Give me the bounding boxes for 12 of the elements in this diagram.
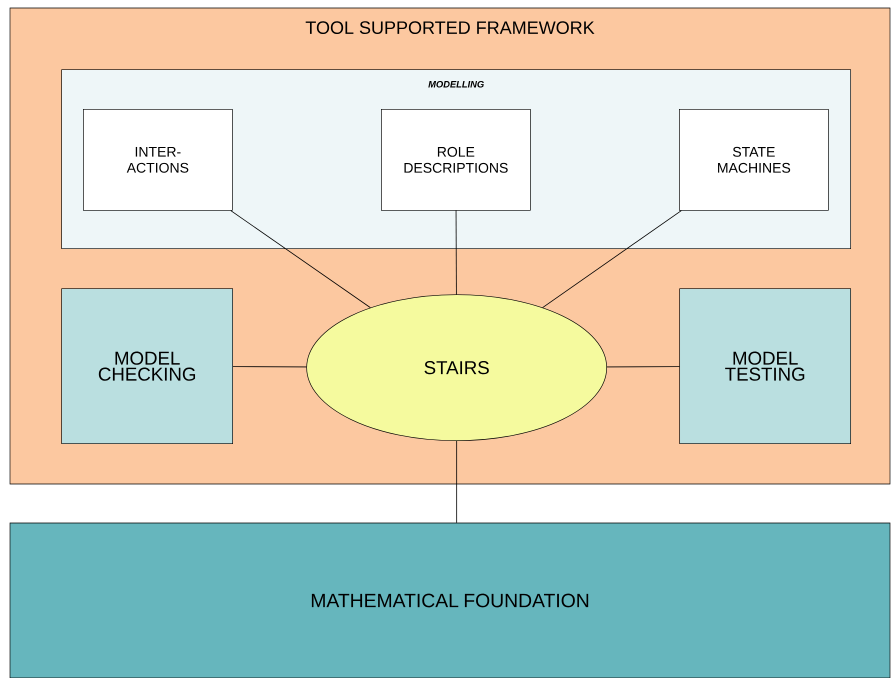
connector-line <box>456 440 458 524</box>
connector-line <box>232 366 307 368</box>
process-box: ROLE DESCRIPTIONS <box>381 109 531 211</box>
connector-line <box>542 210 682 308</box>
process-box: MODEL CHECKING <box>61 288 233 444</box>
connector-line <box>606 366 680 368</box>
foundation-band: MATHEMATICAL FOUNDATION <box>10 522 890 678</box>
process-box: INTER- ACTIONS <box>83 109 233 211</box>
process-box: MODEL TESTING <box>679 288 852 444</box>
process-box: STATE MACHINES <box>679 109 829 211</box>
connector-line <box>456 210 457 295</box>
connector-line <box>230 210 371 308</box>
